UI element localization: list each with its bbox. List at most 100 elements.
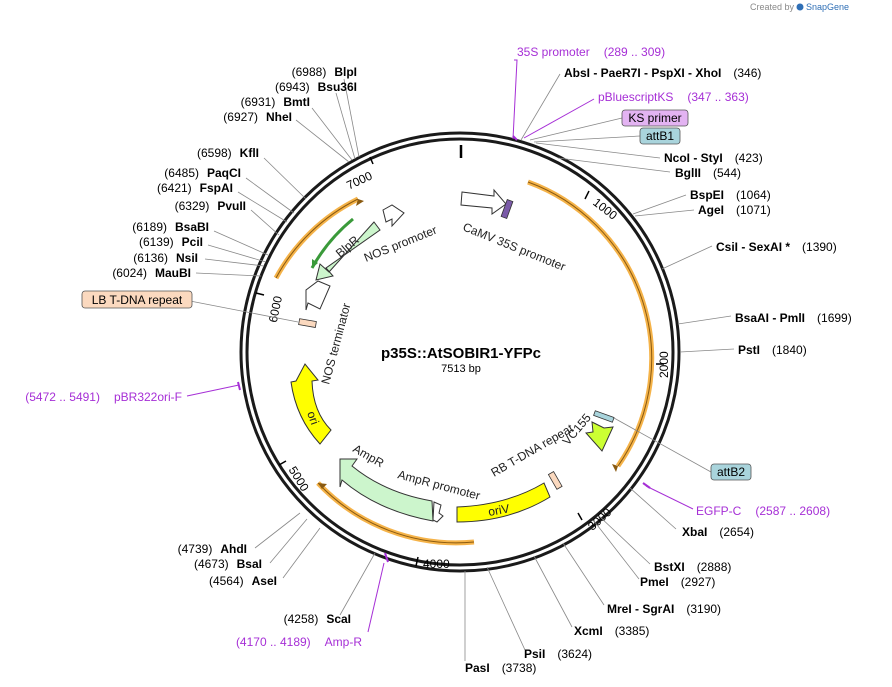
feature-label-ori: ori — [304, 409, 322, 426]
site-psii-name: PsiI — [524, 647, 545, 661]
ori-arrow — [290, 363, 332, 445]
site-pmli: BsaAI - PmlI (1699) — [735, 311, 852, 325]
site-xbai: XbaI(2654) — [682, 525, 754, 539]
site-bspei: BspEI(1064) — [690, 188, 771, 202]
site-maubi-pos: (6024) — [112, 266, 147, 280]
site-xcmi: XcmI(3385) — [574, 624, 649, 638]
leader-xhoi — [520, 73, 561, 141]
credit-prefix: Created by — [750, 2, 795, 12]
site-sgrai-name: MreI - SgrAI — [607, 602, 674, 616]
primer-amp-r-range: (4170 .. 4189) — [236, 635, 311, 649]
backbone-outer-ring — [239, 131, 681, 573]
site-asei-name: AseI — [252, 574, 277, 588]
tick-label-4000: 4000 — [423, 557, 450, 571]
nos-promoter-arrow — [382, 204, 405, 228]
site-xhoi-name: AbsI - PaeR7I - PspXI - XhoI — [564, 66, 721, 80]
site-scai: (4258) ScaI — [284, 612, 351, 626]
primer-egfp-c-name: EGFP-C — [696, 504, 742, 518]
orf-arc-blpr-outer-head — [356, 199, 364, 206]
site-bsai-pos: (4673) — [194, 557, 229, 571]
site-bspei-pos: (1064) — [736, 188, 771, 202]
site-agei-name: AgeI — [698, 203, 724, 217]
leader-psii — [486, 566, 526, 651]
mark-egfp-c — [642, 482, 651, 489]
site-fspai-name: FspAI — [200, 181, 233, 195]
lb-tdna-repeat-mark — [298, 318, 317, 328]
feature-label-blpr: BlpR — [333, 233, 362, 261]
leader-amp-r — [367, 562, 385, 633]
orf-arc-ampr-line — [317, 482, 475, 544]
leader-blpi — [343, 78, 360, 158]
primer-pbr322ori-f: (5472 .. 5491)pBR322ori-F — [25, 390, 182, 404]
site-pmli-pos: (1699) — [817, 311, 852, 325]
snapgene-logo-icon — [796, 3, 804, 11]
site-psti: PstI(1840) — [738, 343, 807, 357]
primer-labels: 35S promoter(289 .. 309) pBluescriptKS(3… — [25, 45, 830, 649]
site-xhoi-pos: (346) — [733, 66, 761, 80]
site-ahdi-name: AhdI — [220, 542, 247, 556]
site-pvuii-pos: (6329) — [175, 199, 210, 213]
site-pasi: PasI(3738) — [465, 661, 536, 675]
site-kfli-name: KflI — [240, 146, 259, 160]
badge-attb2-box — [710, 463, 752, 481]
ampr-promoter-arrow — [432, 501, 444, 523]
site-paqci-pos: (6485) — [164, 166, 199, 180]
site-pcii-pos: (6139) — [139, 235, 174, 249]
site-asei: (4564)AseI — [209, 574, 277, 588]
leader-pbr322ori-f — [186, 384, 240, 397]
site-pasi-pos: (3738) — [502, 661, 537, 675]
site-scai-name: ScaI — [326, 612, 351, 626]
site-sgrai-pos: (3190) — [686, 602, 721, 616]
site-bsabi: (6189)BsaBI — [132, 220, 209, 234]
primer-pbluescriptks-range: (347 .. 363) — [687, 90, 748, 104]
site-bstxi-pos: (2888) — [697, 560, 732, 574]
tick-4000 — [415, 556, 419, 567]
leader-ahdi — [254, 512, 301, 549]
primer-amp-r: (4170 .. 4189)Amp-R — [236, 635, 362, 649]
leader-sgrai — [562, 542, 605, 606]
leader-egfp-c — [645, 485, 694, 510]
site-ncoi-pos: (423) — [735, 151, 763, 165]
site-pcii-name: PciI — [182, 235, 203, 249]
badge-ks-primer-box — [621, 109, 689, 127]
leader-ks-primer — [529, 117, 623, 141]
leader-bglii — [557, 157, 671, 173]
leader-kfli — [263, 157, 307, 200]
site-fspai: (6421) FspAI — [157, 181, 233, 195]
tick-5000 — [278, 460, 287, 466]
site-sgrai: MreI - SgrAI (3190) — [607, 602, 721, 616]
leader-pbluescriptks — [523, 98, 595, 139]
site-bmti: (6931)BmtI — [241, 95, 310, 109]
leader-bsabi — [213, 230, 269, 256]
plasmid-name: p35S::AtSOBIR1-YFPc — [381, 345, 541, 362]
site-nsii: (6136)NsiI — [133, 251, 198, 265]
feature-label-camv-35s-promoter: CaMV 35S promoter — [461, 220, 568, 274]
site-blpi-pos: (6988) — [292, 65, 327, 79]
site-ahdi: (4739) AhdI — [178, 542, 247, 556]
badge-attb1: attB1 — [646, 129, 674, 143]
site-pmli-name: BsaAI - PmlI — [735, 311, 805, 325]
site-ahdi-pos: (4739) — [178, 542, 213, 556]
site-fspai-pos: (6421) — [157, 181, 192, 195]
site-ncoi-name: NcoI - StyI — [664, 151, 723, 165]
site-pcii: (6139) PciI — [139, 235, 203, 249]
site-scai-pos: (4258) — [284, 612, 319, 626]
site-psti-name: PstI — [738, 343, 760, 357]
site-nhei-pos: (6927) — [223, 110, 258, 124]
leader-scai — [339, 552, 376, 616]
feature-label-ampr: AmpR — [351, 441, 387, 470]
tick-label-3000: 3000 — [585, 505, 614, 533]
site-pvuii: (6329)PvuII — [175, 199, 246, 213]
badge-lb-tdna-repeat: LB T-DNA repeat — [92, 293, 183, 307]
leader-bsai — [269, 518, 308, 564]
site-kfli: (6598)KflI — [197, 146, 259, 160]
leader-fspai — [237, 191, 288, 223]
site-paqci-name: PaqCI — [207, 166, 241, 180]
tick-7000 — [369, 156, 374, 165]
site-xbai-name: XbaI — [682, 525, 707, 539]
orf-arc-ampr-head — [318, 483, 327, 489]
rb-tdna-repeat-mark — [547, 471, 563, 490]
site-blpi: (6988)BlpI — [292, 65, 357, 79]
primer-pbr322ori-f-name: pBR322ori-F — [114, 390, 182, 404]
